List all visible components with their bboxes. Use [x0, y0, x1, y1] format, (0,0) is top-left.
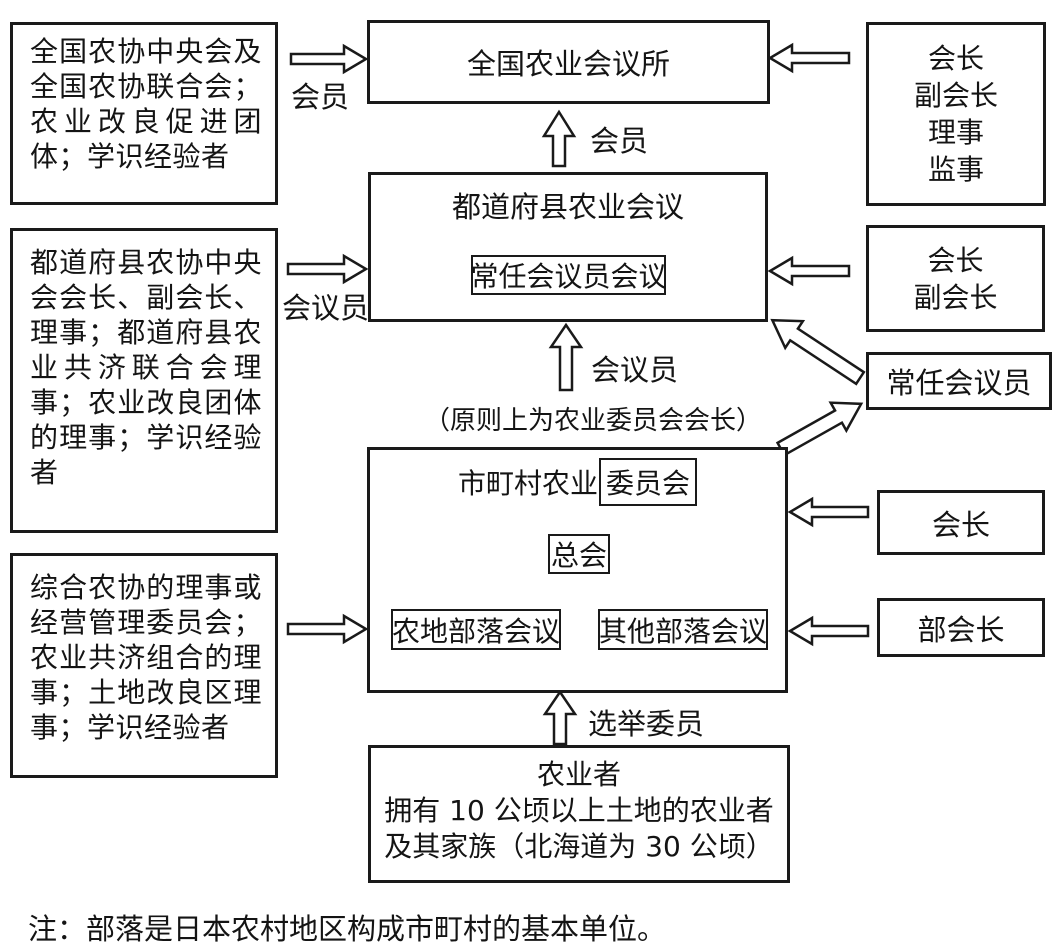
principle-note-label: （原则上为农业委员会会长） [424, 406, 763, 436]
general-meeting-label: 总会 [550, 539, 607, 572]
councilor-mid-arrow-label: 会议员 [591, 353, 679, 387]
member-up-arrow-icon [541, 109, 577, 168]
box-municipal-sources: 综合农协的理事或经营管理委员会；农业共济组合的理事；土地改良区理事；学识经验者 [10, 553, 278, 778]
municipal-sources-right-arrow-icon [286, 613, 369, 645]
box-national-chamber: 全国农业会议所 [367, 20, 770, 104]
national-officer-line: 理事 [927, 116, 984, 149]
box-farmers: 农业者 拥有 10 公顷以上土地的农业者 及其家族（北海道为 30 公顷） [368, 745, 790, 883]
elect-members-up-arrow-icon [542, 689, 578, 746]
farmland-buraku-meeting-box: 农地部落会议 [391, 609, 561, 650]
box-municipal-committee: 市町村农业委员会 总会 农地部落会议 其他部落会议 [367, 447, 788, 693]
municipal-sources-text: 综合农协的理事或经营管理委员会；农业共济组合的理事；土地改良区理事；学识经验者 [30, 571, 262, 744]
elect-members-arrow-label: 选举委员 [588, 707, 705, 741]
member-top-arrow-label: 会员 [291, 80, 350, 114]
box-prefectural-conference: 都道府县农业会议 常任会议员会议 [368, 172, 768, 322]
other-buraku-meeting-box: 其他部落会议 [598, 609, 768, 650]
national-officer-line: 副会长 [913, 79, 998, 112]
footnote: 注：部落是日本农村地区构成市町村的基本单位。 [28, 912, 667, 946]
other-buraku-meeting-label: 其他部落会议 [599, 614, 768, 648]
standing-members-title: 常任会议员 [886, 366, 1032, 400]
municipal-title-plain: 市町村农业 [457, 467, 598, 500]
prefectural-conference-title: 都道府县农业会议 [451, 190, 684, 224]
standing-to-prefectural-diagonal-arrow-icon [770, 318, 866, 386]
national-officer-line: 监事 [927, 153, 984, 186]
prefectural-sources-text: 都道府县农协中央会会长、副会长、理事；都道府县农业共济联合会理事；农业改良团体的… [30, 246, 262, 489]
municipal-committee-title: 市町村农业委员会 [370, 458, 785, 506]
national-officer-line: 会长 [927, 42, 984, 75]
standing-councilor-meeting-label: 常任会议员会议 [470, 260, 667, 293]
farmers-line2: 及其家族（北海道为 30 公顷） [384, 830, 774, 863]
member-mid-arrow-label: 会员 [590, 124, 649, 158]
box-prefectural-sources: 都道府县农协中央会会长、副会长、理事；都道府县农业共济联合会理事；农业改良团体的… [10, 228, 278, 533]
member-right-arrow-icon [289, 43, 369, 75]
councilor-up-arrow-icon [548, 322, 584, 392]
prefectural-officers-left-arrow-icon [767, 255, 851, 287]
box-national-officers: 会长 副会长 理事 监事 [866, 22, 1046, 206]
farmers-line1: 拥有 10 公顷以上土地的农业者 [384, 794, 774, 827]
national-chamber-title: 全国农业会议所 [466, 47, 670, 81]
national-officers-left-arrow-icon [767, 42, 851, 74]
farmland-buraku-meeting-label: 农地部落会议 [392, 614, 561, 648]
box-chairman: 会长 [877, 490, 1045, 555]
box-prefectural-officers: 会长 副会长 [866, 225, 1045, 332]
box-dept-chairman: 部会长 [877, 598, 1045, 657]
dept-chairman-title: 部会长 [917, 612, 1005, 647]
councilor-right-arrow-icon [286, 253, 369, 285]
chairman-title: 会长 [931, 507, 990, 542]
prefectural-officer-line: 副会长 [913, 280, 998, 314]
councilor-left-arrow-label: 会议员 [282, 291, 370, 325]
dept-chairman-left-arrow-icon [787, 615, 870, 647]
box-national-sources: 全国农协中央会及全国农协联合会；农业改良促进团体；学识经验者 [10, 22, 278, 205]
box-standing-members: 常任会议员 [866, 352, 1052, 410]
chairman-left-arrow-icon [787, 496, 870, 528]
general-meeting-box: 总会 [548, 534, 610, 574]
prefectural-officer-line: 会长 [927, 243, 984, 277]
municipal-title-boxed: 委员会 [599, 458, 698, 506]
standing-councilor-meeting-box: 常任会议员会议 [470, 255, 667, 295]
national-sources-text: 全国农协中央会及全国农协联合会；农业改良促进团体；学识经验者 [30, 35, 262, 173]
farmers-title: 农业者 [536, 758, 621, 791]
